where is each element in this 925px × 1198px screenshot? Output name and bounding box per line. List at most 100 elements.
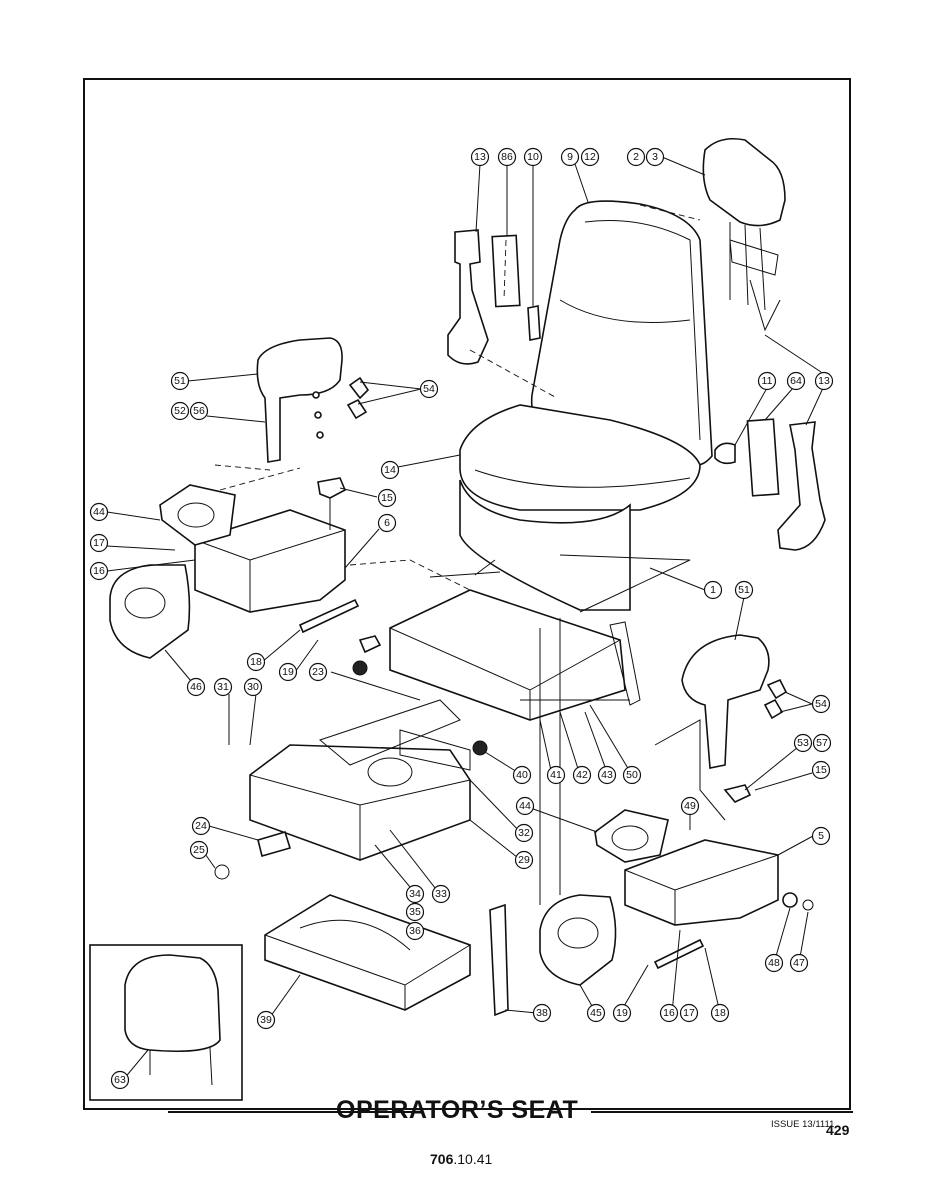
callout-51-left: 51 [170,371,190,391]
svg-text:10: 10 [527,151,539,163]
callout-50: 50 [622,765,642,785]
svg-text:36: 36 [409,925,421,937]
callout-6: 6 [377,513,397,533]
svg-text:19: 19 [616,1007,628,1019]
svg-text:14: 14 [384,464,396,476]
svg-text:39: 39 [260,1014,272,1026]
svg-text:13: 13 [474,151,486,163]
seat-backrest [530,200,713,466]
seat-belt-buckle-right [777,421,826,551]
svg-text:50: 50 [626,769,638,781]
callout-57: 57 [812,733,832,753]
svg-text:45: 45 [590,1007,602,1019]
svg-text:23: 23 [312,666,324,678]
armrest-bracket-left [194,509,346,613]
document-number-major: 706 [430,1151,454,1167]
title-rule-right [591,1111,853,1113]
callout-52: 52 [170,401,190,421]
svg-text:18: 18 [250,656,262,668]
svg-text:51: 51 [174,375,186,387]
callout-18-right: 18 [710,1003,730,1023]
issue-label: ISSUE 13/1111 [771,1119,835,1130]
callout-25: 25 [189,840,209,860]
callout-38: 38 [532,1003,552,1023]
svg-text:17: 17 [93,537,105,549]
svg-text:33: 33 [435,888,447,900]
callout-36: 36 [405,921,425,941]
cover-left [109,564,191,659]
svg-text:31: 31 [217,681,229,693]
svg-text:18: 18 [714,1007,726,1019]
page-number: 429 [826,1122,850,1138]
svg-text:16: 16 [93,565,105,577]
seat-cushion [459,404,701,511]
callout-63: 63 [110,1070,130,1090]
svg-text:53: 53 [797,737,809,749]
callout-35: 35 [405,902,425,922]
page-title: OPERATOR’S SEAT [336,1096,579,1124]
callout-1: 1 [703,580,723,600]
callout-42: 42 [572,765,592,785]
svg-text:30: 30 [247,681,259,693]
callout-41: 41 [546,765,566,785]
svg-text:3: 3 [652,151,658,163]
svg-text:43: 43 [601,769,613,781]
callout-34: 34 [405,884,425,904]
callout-5: 5 [811,826,831,846]
seat-base [459,479,631,611]
svg-text:63: 63 [114,1074,126,1086]
callout-10: 10 [523,147,543,167]
callout-33: 33 [431,884,451,904]
callout-64: 64 [786,371,806,391]
inset-box [89,944,243,1101]
callout-19-left: 19 [278,662,298,682]
callout-19-right: 19 [612,1003,632,1023]
cover-right [539,894,617,986]
document-number-minor: .10.41 [453,1151,493,1167]
svg-text:64: 64 [790,375,802,387]
callout-2: 2 [626,147,646,167]
callout-9: 9 [560,147,580,167]
svg-text:38: 38 [536,1007,548,1019]
callout-39: 39 [256,1010,276,1030]
armrest-left [256,337,343,463]
callout-18-left: 18 [246,652,266,672]
callout-11: 11 [757,371,777,391]
callout-16-right: 16 [659,1003,679,1023]
svg-text:54: 54 [423,383,435,395]
title-band [83,1093,853,1133]
callout-31: 31 [213,677,233,697]
callout-53: 53 [793,733,813,753]
svg-text:13: 13 [818,375,830,387]
seat-belt-buckle-left [447,229,489,365]
svg-text:1: 1 [710,584,716,596]
svg-text:2: 2 [633,151,639,163]
callout-54-left: 54 [419,379,439,399]
svg-text:19: 19 [282,666,294,678]
svg-text:49: 49 [684,800,696,812]
callout-17-right: 17 [679,1003,699,1023]
callout-43: 43 [597,765,617,785]
callout-16-left: 16 [89,561,109,581]
svg-text:34: 34 [409,888,421,900]
svg-text:5: 5 [818,830,824,842]
seat-belt-strap [489,903,509,1017]
callout-30: 30 [243,677,263,697]
svg-text:46: 46 [190,681,202,693]
callout-13-right: 13 [814,371,834,391]
svg-text:12: 12 [584,151,596,163]
callout-54-right: 54 [811,694,831,714]
callout-15-right: 15 [811,760,831,780]
callout-32: 32 [514,823,534,843]
svg-text:44: 44 [519,800,531,812]
callout-44-right: 44 [515,796,535,816]
callout-49: 49 [680,796,700,816]
svg-text:29: 29 [518,854,530,866]
bracket-plate-44 [159,484,236,546]
callout-13: 13 [470,147,490,167]
svg-text:44: 44 [93,506,105,518]
document-number: 706.10.41 [430,1151,492,1167]
diagram-frame [83,78,851,1110]
belt-pad-right [746,418,780,497]
